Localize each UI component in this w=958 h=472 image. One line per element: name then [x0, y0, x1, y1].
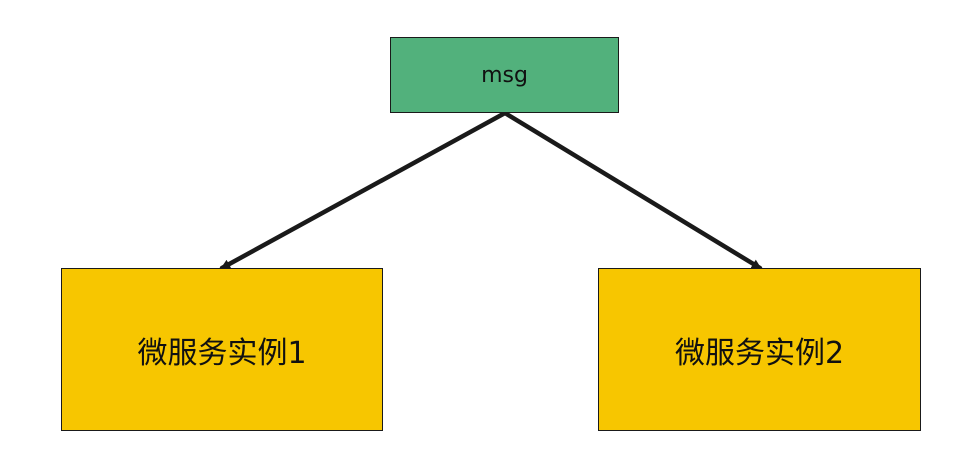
node-microservice-instance-1-label: 微服务实例1: [137, 335, 307, 371]
node-msg: msg: [390, 37, 619, 113]
node-microservice-instance-2-label: 微服务实例2: [674, 335, 845, 371]
edge-msg-to-instance1: [219, 110, 508, 271]
node-microservice-instance-1: 微服务实例1: [61, 268, 383, 431]
node-msg-label: msg: [481, 62, 528, 88]
edge-msg-to-instance2: [502, 110, 763, 271]
node-microservice-instance-2: 微服务实例2: [598, 268, 921, 431]
